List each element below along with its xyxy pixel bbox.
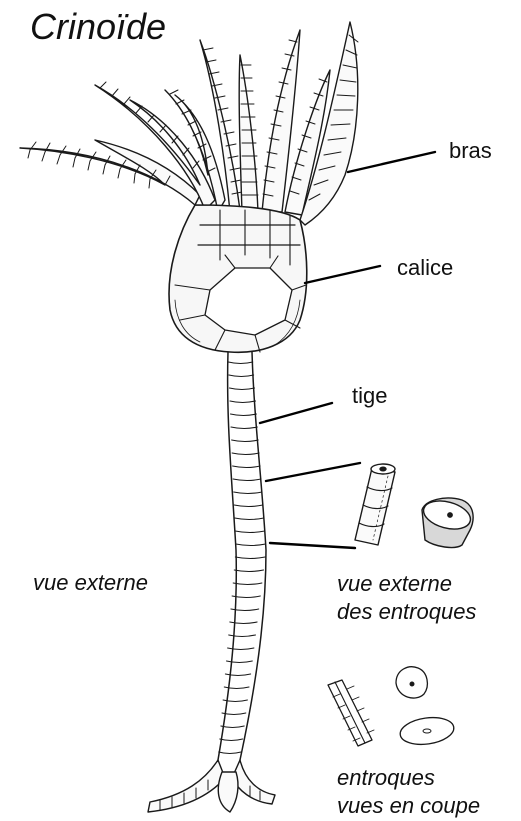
leader-entroque-2 bbox=[270, 543, 355, 548]
stem-ring bbox=[230, 388, 255, 390]
stem-ring bbox=[231, 609, 259, 611]
diagram-title: Crinoïde bbox=[30, 6, 166, 48]
stem-ring bbox=[219, 752, 241, 754]
stem-ring bbox=[222, 713, 246, 715]
stem-ring bbox=[228, 648, 254, 650]
stem-ring bbox=[225, 674, 250, 676]
stem-ring bbox=[232, 440, 259, 442]
stem-ring bbox=[227, 661, 253, 663]
caption-entroques-coupe-line1: entroques bbox=[337, 764, 435, 791]
stem-ring bbox=[235, 531, 265, 533]
stem-ring bbox=[221, 726, 244, 728]
leader-tige bbox=[260, 403, 332, 423]
stem-ring bbox=[234, 570, 263, 572]
calyx-group bbox=[169, 205, 307, 352]
caption-entroques-ext-line2: des entroques bbox=[337, 598, 476, 625]
label-bras: bras bbox=[449, 138, 492, 164]
stem-ring bbox=[220, 739, 243, 741]
stem-ring bbox=[223, 700, 247, 702]
entroque-disc bbox=[420, 496, 473, 547]
arms-group bbox=[20, 22, 358, 225]
leader-bras bbox=[348, 152, 435, 172]
entroque-column bbox=[355, 464, 395, 545]
leader-entroque-1 bbox=[266, 463, 360, 481]
leader-calice bbox=[305, 266, 380, 283]
stem-outline-left bbox=[218, 352, 236, 760]
stem-ring bbox=[232, 453, 259, 455]
stem-ring bbox=[233, 479, 261, 481]
stem-ring bbox=[231, 414, 257, 416]
stem-ring bbox=[235, 557, 265, 559]
stem-ring bbox=[235, 518, 264, 520]
caption-entroques-ext-line1: vue externe bbox=[337, 570, 452, 597]
caption-vue-externe: vue externe bbox=[33, 569, 148, 596]
stem-ring bbox=[233, 583, 262, 585]
stem-ring bbox=[224, 687, 249, 689]
stem-ring bbox=[234, 492, 262, 494]
root-center bbox=[218, 772, 238, 812]
arm-center bbox=[239, 55, 258, 212]
stem-ring bbox=[230, 401, 256, 403]
stem-ring bbox=[236, 544, 266, 546]
stem-ring bbox=[232, 596, 260, 598]
stem-rings bbox=[219, 362, 266, 754]
stem-group bbox=[148, 352, 275, 812]
stem-ring bbox=[231, 427, 257, 429]
stem-ring bbox=[229, 635, 256, 637]
label-tige: tige bbox=[352, 383, 387, 409]
stem-ring bbox=[228, 362, 252, 364]
stem-ring bbox=[233, 466, 261, 468]
stem-ring bbox=[234, 505, 263, 507]
stem-outline-right bbox=[240, 352, 266, 760]
label-calice: calice bbox=[397, 255, 453, 281]
entroque-sections bbox=[328, 667, 456, 748]
caption-entroques-coupe-line2: vues en coupe bbox=[337, 792, 480, 819]
stem-ring bbox=[229, 375, 254, 377]
stem-ring bbox=[230, 622, 257, 624]
